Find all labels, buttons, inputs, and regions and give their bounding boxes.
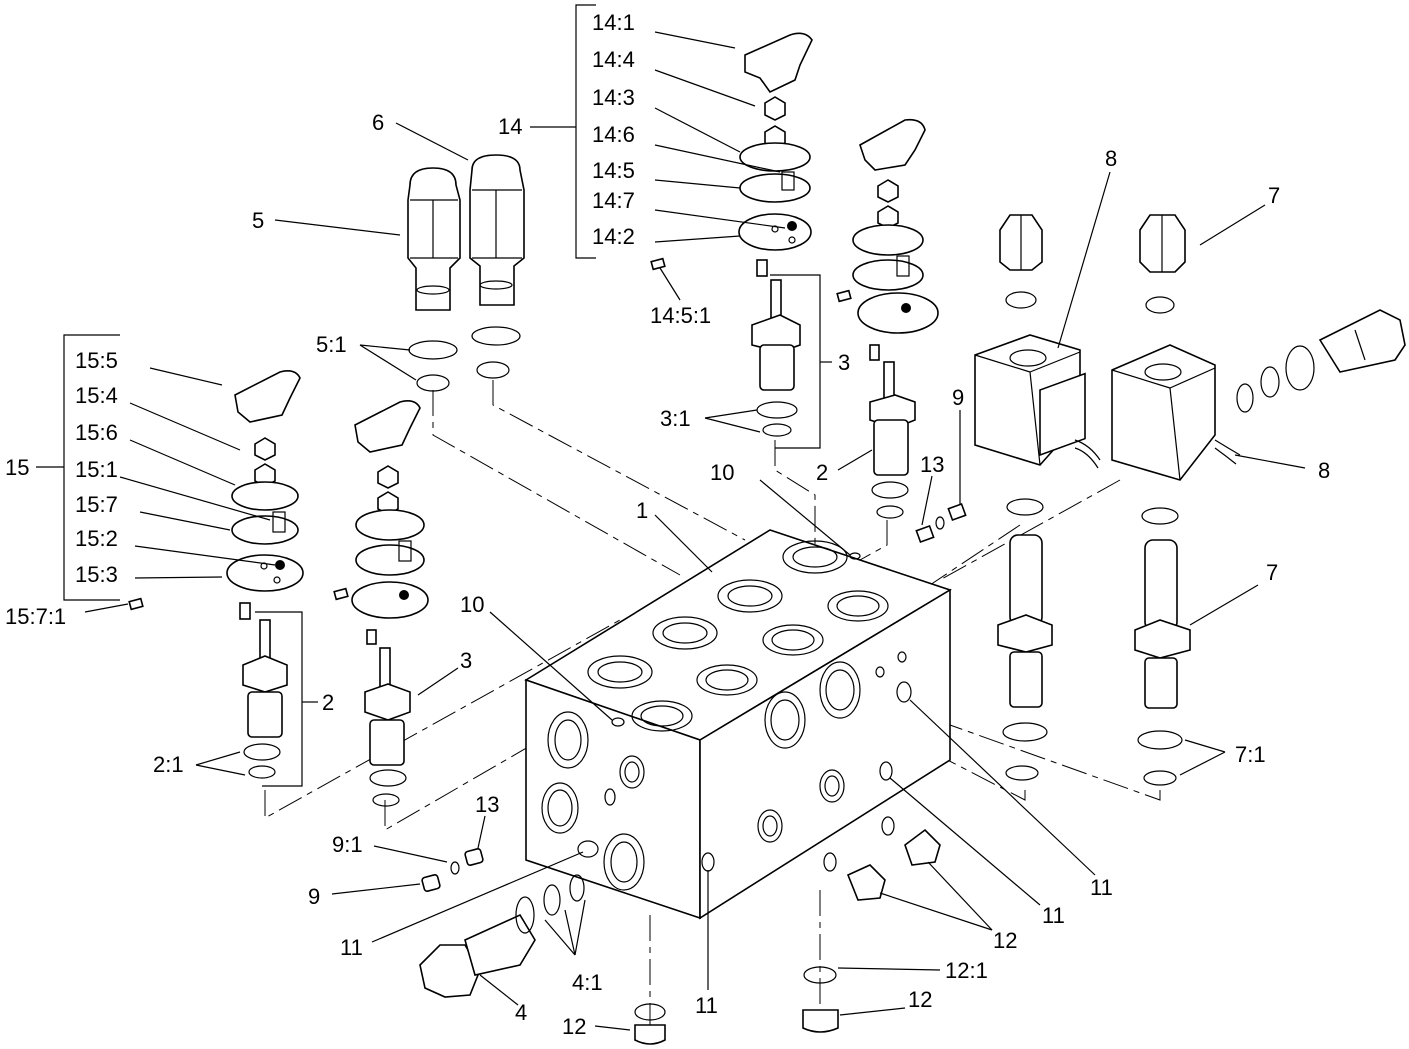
- label-5: 5: [252, 208, 264, 233]
- label-3-lower: 3: [460, 648, 472, 673]
- label-14-6: 14:6: [592, 122, 635, 147]
- label-15-6: 15:6: [75, 420, 118, 445]
- label-14-1: 14:1: [592, 10, 635, 35]
- label-10-lower: 10: [460, 592, 484, 617]
- label-7-mid: 7: [1266, 560, 1278, 585]
- label-14-7: 14:7: [592, 188, 635, 213]
- label-13-upper: 13: [920, 452, 944, 477]
- label-15-2: 15:2: [75, 526, 118, 551]
- label-15-4: 15:4: [75, 383, 118, 408]
- callout-labels: 14:1 14:4 14:3 14:6 14:5 14:7 14:2 14 14…: [5, 10, 1330, 1039]
- label-15-5: 15:5: [75, 348, 118, 373]
- label-14-2: 14:2: [592, 224, 635, 249]
- label-8-right: 8: [1318, 458, 1330, 483]
- label-3-upper: 3: [838, 350, 850, 375]
- label-2-upper: 2: [816, 460, 828, 485]
- fittings-9-13-upper: [915, 502, 967, 544]
- label-7-1: 7:1: [1235, 742, 1266, 767]
- label-12-b: 12: [908, 987, 932, 1012]
- manifold-block: [524, 529, 952, 920]
- label-4-1: 4:1: [572, 970, 603, 995]
- label-15-7: 15:7: [75, 492, 118, 517]
- label-5-1: 5:1: [316, 332, 347, 357]
- label-11-b: 11: [695, 993, 718, 1018]
- cartridge-4: [419, 874, 585, 998]
- cartridge-6: [469, 154, 525, 379]
- label-11-a: 11: [340, 935, 363, 960]
- label-9-upper: 9: [952, 385, 964, 410]
- label-9-1: 9:1: [332, 832, 363, 857]
- valve-2-lower: [242, 619, 288, 779]
- solenoid-coil-8-right: [1111, 214, 1406, 786]
- valve-assembly-14-second: [836, 118, 939, 361]
- cartridge-5: [407, 167, 461, 392]
- label-12-a: 12: [993, 928, 1017, 953]
- label-11-c: 11: [1042, 903, 1065, 928]
- label-15-1: 15:1: [75, 457, 118, 482]
- label-13-lower: 13: [475, 792, 499, 817]
- label-15-3: 15:3: [75, 562, 118, 587]
- valve-assembly-15: [128, 370, 304, 620]
- label-14-5: 14:5: [592, 158, 635, 183]
- valve-assembly-14: [650, 32, 813, 277]
- valve-2-upper: [869, 361, 916, 519]
- label-11-d: 11: [1090, 875, 1113, 900]
- label-6: 6: [372, 110, 384, 135]
- valve-3-lower: [364, 647, 411, 807]
- label-9-lower: 9: [308, 884, 320, 909]
- label-15: 15: [5, 455, 29, 480]
- label-2-1: 2:1: [153, 752, 184, 777]
- label-12-1: 12:1: [945, 958, 988, 983]
- label-14-3: 14:3: [592, 85, 635, 110]
- label-4: 4: [515, 1000, 527, 1025]
- label-15-7-1: 15:7:1: [5, 604, 66, 629]
- fittings-9-13-lower: [421, 840, 599, 892]
- valve-3-upper: [751, 279, 801, 437]
- label-7-top: 7: [1268, 183, 1280, 208]
- label-3-1: 3:1: [660, 406, 691, 431]
- label-14-4: 14:4: [592, 47, 635, 72]
- label-1: 1: [636, 498, 648, 523]
- label-14-5-1: 14:5:1: [650, 303, 711, 328]
- label-2-lower: 2: [322, 690, 334, 715]
- solenoid-coil-8-left: [974, 214, 1101, 781]
- label-12-c: 12: [562, 1014, 586, 1039]
- valve-assembly-15-second: [333, 400, 429, 645]
- label-8-left: 8: [1105, 146, 1117, 171]
- plugs-12: [634, 816, 941, 1045]
- leader-lines: [36, 4, 1306, 1031]
- label-14: 14: [498, 114, 522, 139]
- label-10-upper: 10: [710, 460, 734, 485]
